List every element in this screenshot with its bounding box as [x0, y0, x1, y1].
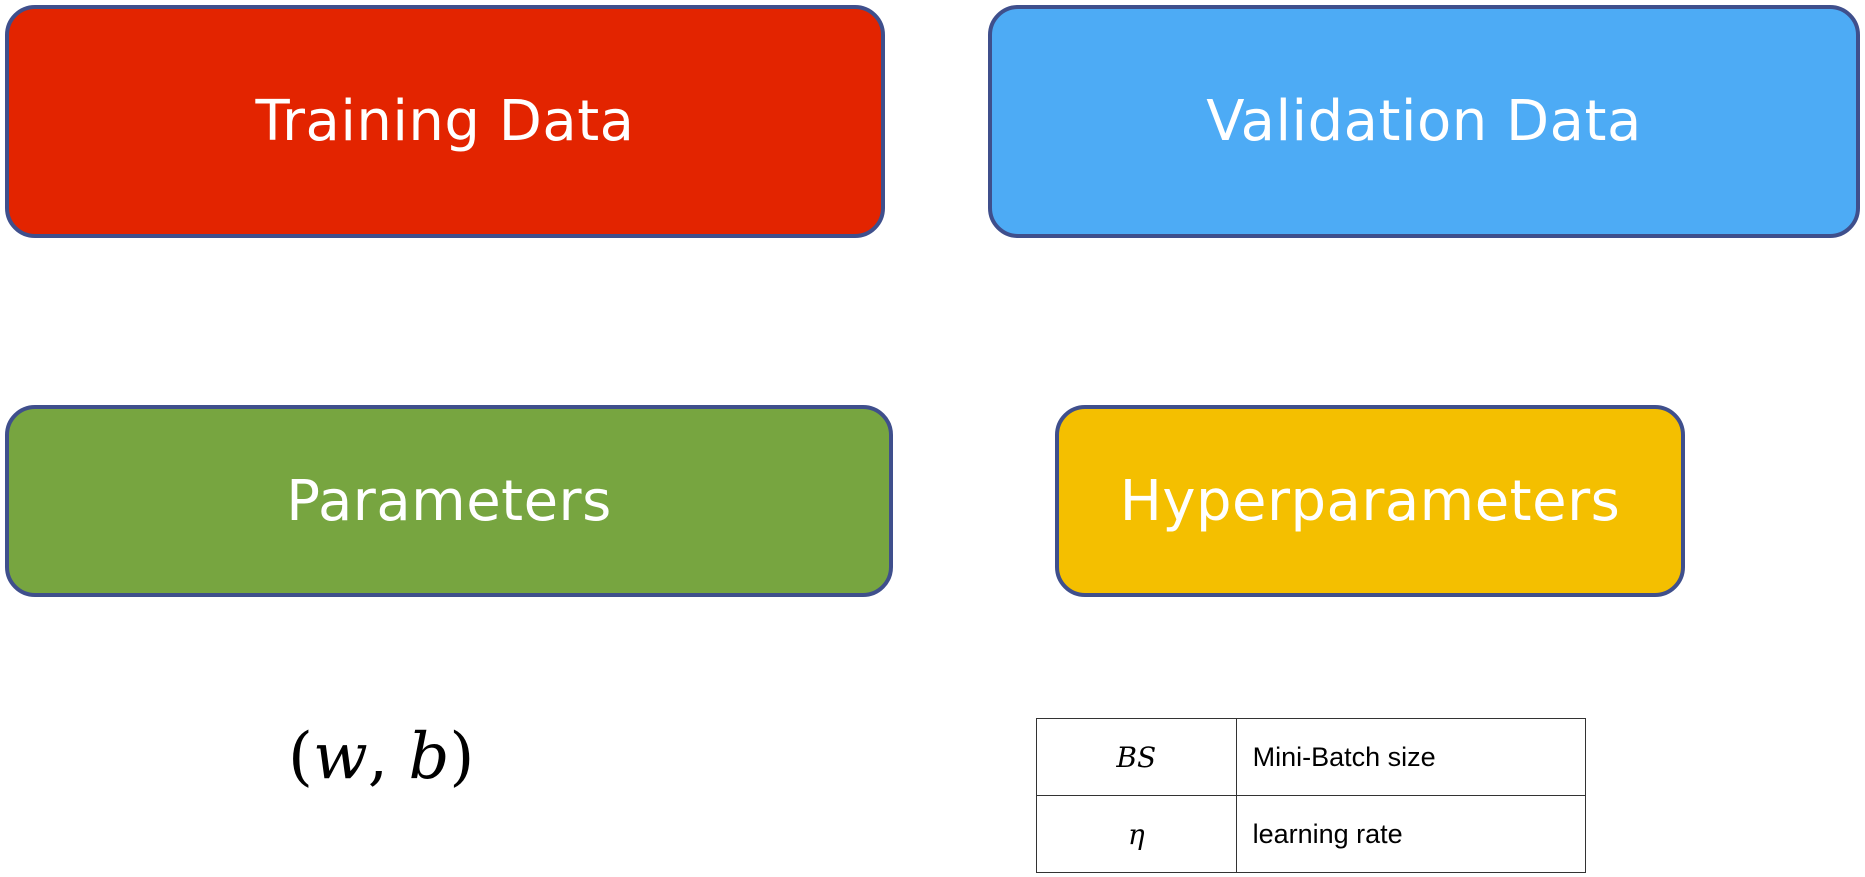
hyperparameter-symbol: BS — [1036, 718, 1237, 796]
formula-close-paren: ) — [449, 720, 475, 794]
hyperparameters-box: Hyperparameters — [1055, 405, 1685, 597]
hyperparameter-symbol: η — [1036, 795, 1237, 873]
validation-data-box: Validation Data — [988, 5, 1860, 238]
formula-b: b — [408, 720, 450, 794]
parameters-box: Parameters — [5, 405, 893, 597]
hyperparameter-description: learning rate — [1235, 795, 1587, 873]
formula-w: w — [312, 720, 368, 794]
training-data-box: Training Data — [5, 5, 885, 238]
table-row: η learning rate — [1036, 795, 1587, 873]
hyperparameter-table: BS Mini-Batch size η learning rate — [1036, 718, 1587, 873]
hyperparameter-description: Mini-Batch size — [1235, 718, 1587, 796]
formula-open-paren: ( — [288, 720, 313, 794]
formula-separator: , — [367, 720, 409, 794]
table-row: BS Mini-Batch size — [1036, 718, 1587, 796]
parameters-formula: (w, b) — [288, 712, 488, 802]
